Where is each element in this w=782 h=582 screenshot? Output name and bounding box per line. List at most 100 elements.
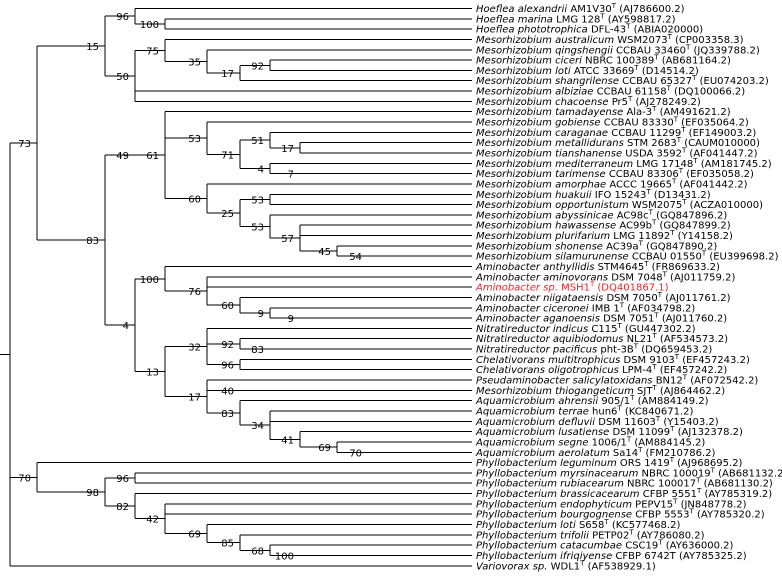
taxon-label: Hoeflea phototrophica DFL-43T (ABIA02000…: [476, 23, 703, 36]
species-name: Phyllobacterium endophyticum: [476, 499, 635, 510]
bootstrap-value: 17: [281, 144, 294, 155]
strain-id: MSH1: [561, 283, 590, 294]
taxon-label: Aquamicrobium lusatiense DSM 11099T (AJ1…: [475, 425, 743, 438]
strain-id: ACCC 19665: [609, 179, 672, 190]
taxon-label: Mesorhizobium huakuii IFO 15243T (D13431…: [476, 188, 711, 201]
species-name: Chelativorans multitrophicus: [476, 355, 623, 366]
species-name: Aminobacter aminovorans: [475, 272, 611, 283]
taxon-label: Phyllobacterium leguminum ORS 1419T (AJ9…: [476, 456, 743, 469]
bootstrap-value: 92: [221, 340, 234, 351]
strain-id: WDL1: [551, 561, 581, 572]
strain-id: LPM-4: [622, 365, 652, 376]
species-name: Nitratireductor indicus: [476, 324, 591, 335]
bootstrap-value: 98: [86, 488, 99, 499]
taxon-label: Mesorhizobium tamadayense Ala-3T (AM4916…: [476, 105, 731, 118]
bootstrap-value: 45: [318, 247, 331, 258]
type-strain-mark: T: [638, 239, 644, 247]
bootstrap-value: 92: [251, 61, 264, 72]
accession: (AF041442.2): [676, 179, 747, 190]
accession: (AF041447.2): [686, 148, 757, 159]
accession: (CAUM010000): [681, 138, 760, 149]
bootstrap-value: 96: [116, 474, 129, 485]
species-name: Pseudaminobacter salicylatoxidans: [476, 376, 656, 387]
species-name: Mesorhizobium metallidurans: [476, 138, 627, 149]
accession: (AJ968695.2): [674, 458, 743, 469]
taxon-label: Phyllobacterium trifolii PETP02T (AY7860…: [476, 528, 705, 541]
species-name: Aminobacter anthyllidis: [475, 262, 598, 273]
accession: (EU074203.2): [696, 76, 768, 87]
strain-id: CCBAU 01550: [632, 252, 702, 263]
species-name: Phyllobacterium myrsinacearum: [476, 468, 642, 479]
taxon-label: Aminobacter anthyllidis STM4645T (FR8696…: [475, 260, 720, 273]
strain-id: DSM 11603: [598, 417, 656, 428]
species-name: Phyllobacterium ifriqiyense: [476, 551, 615, 562]
strain-id: DSM 7048: [611, 272, 662, 283]
accession: (AY785325.2): [676, 551, 747, 562]
bootstrap-value: 60: [188, 194, 201, 205]
accession: (DQ100066.2): [671, 87, 745, 98]
bootstrap-value: 34: [251, 421, 264, 432]
taxon-label: Mesorhizobium ciceri NBRC 100389T (AB681…: [476, 54, 731, 67]
type-strain-mark: T: [673, 116, 679, 124]
type-strain-mark: T: [633, 343, 639, 351]
bootstrap-value: 76: [188, 287, 201, 298]
bootstrap-value: 75: [146, 46, 159, 57]
strain-id: CSC19: [625, 541, 658, 552]
species-name: Aquamicrobium lusatiense: [475, 427, 612, 438]
bootstrap-value: 40: [221, 386, 234, 397]
bootstrap-value: 53: [188, 134, 201, 145]
taxon-label: Phyllobacterium ifriqiyense CFBP 6742T (…: [476, 551, 747, 562]
accession: (GU447302.2): [622, 324, 696, 335]
species-name: Mesorhizobium hawassense: [476, 221, 619, 232]
taxon-label: Mesorhizobium caraganae CCBAU 11299T (EF…: [476, 126, 756, 139]
taxon-label: Phyllobacterium endophyticum PEPV15T (JN…: [476, 497, 747, 510]
accession: (AM491621.2): [656, 107, 730, 118]
type-strain-mark: T: [669, 425, 675, 433]
species-name: Chelativorans oligotrophicus: [476, 365, 622, 376]
bootstrap-value: 17: [188, 392, 201, 403]
bootstrap-value: 53: [251, 223, 264, 234]
taxon-label: Aquamicrobium terrae hun6T (KC840671.2): [475, 404, 694, 417]
type-strain-mark: T: [651, 332, 657, 340]
species-name: Mesorhizobium albiziae: [476, 87, 597, 98]
accession: (EU399698.2): [706, 252, 778, 263]
accession: (DQ659453.2): [638, 345, 712, 356]
accession: (DQ401867.1): [594, 283, 668, 294]
type-strain-mark: T: [627, 95, 633, 103]
type-strain-mark: T: [685, 43, 691, 51]
type-strain-mark: T: [680, 126, 686, 134]
accession: (AY785319.2): [701, 489, 772, 500]
taxon-label: Mesorhizobium amorphae ACCC 19665T (AF04…: [476, 177, 748, 190]
strain-id: pht-3B: [600, 345, 634, 356]
bootstrap-value: 9: [288, 314, 294, 325]
taxon-label: Nitratireductor indicus C115T (GU447302.…: [476, 322, 696, 335]
bootstrap-value: 7: [288, 170, 294, 181]
bootstrap-value: 53: [251, 195, 264, 206]
taxon-label: Nitratireductor aquibiodomus NL21T (AF53…: [476, 332, 728, 345]
bootstrap-value: 50: [116, 72, 129, 83]
accession: (GQ847899.2): [656, 221, 730, 232]
strain-id: CCBAU 11299: [611, 128, 681, 139]
accession: (GQ847890.2): [643, 241, 717, 252]
taxon-label: Mesorhizobium australicum WSM2073T (CP00…: [476, 33, 744, 46]
strain-id: PEPV15: [635, 499, 673, 510]
taxon-label: Aminobacter aganoensis DSM 7051T (AJ0117…: [475, 312, 727, 325]
type-strain-mark: T: [653, 54, 659, 62]
strain-id: NL21: [627, 334, 653, 345]
strain-id: CFBP 6742T: [615, 551, 676, 562]
type-strain-mark: T: [579, 559, 585, 567]
taxon-label: Phyllobacterium rubiacearum NBRC 100017T…: [476, 477, 773, 490]
species-name: Aminobacter sp.: [475, 283, 561, 294]
taxon-labels: Hoeflea alexandrii AM1V30T (AJ786600.2)H…: [475, 2, 782, 572]
bootstrap-value: 82: [116, 502, 129, 513]
type-strain-mark: T: [667, 33, 673, 41]
accession: (FR869633.2): [648, 262, 719, 273]
strain-id: LMG 11892: [613, 231, 670, 242]
accession: (AY598817.2): [605, 14, 676, 25]
type-strain-mark: T: [589, 281, 595, 289]
taxon-label: Aminobacter ciceronei IMB 1T (AF034798.2…: [475, 301, 695, 314]
bootstrap-value: 96: [221, 361, 234, 372]
species-name: Aquamicrobium terrae: [475, 406, 592, 417]
